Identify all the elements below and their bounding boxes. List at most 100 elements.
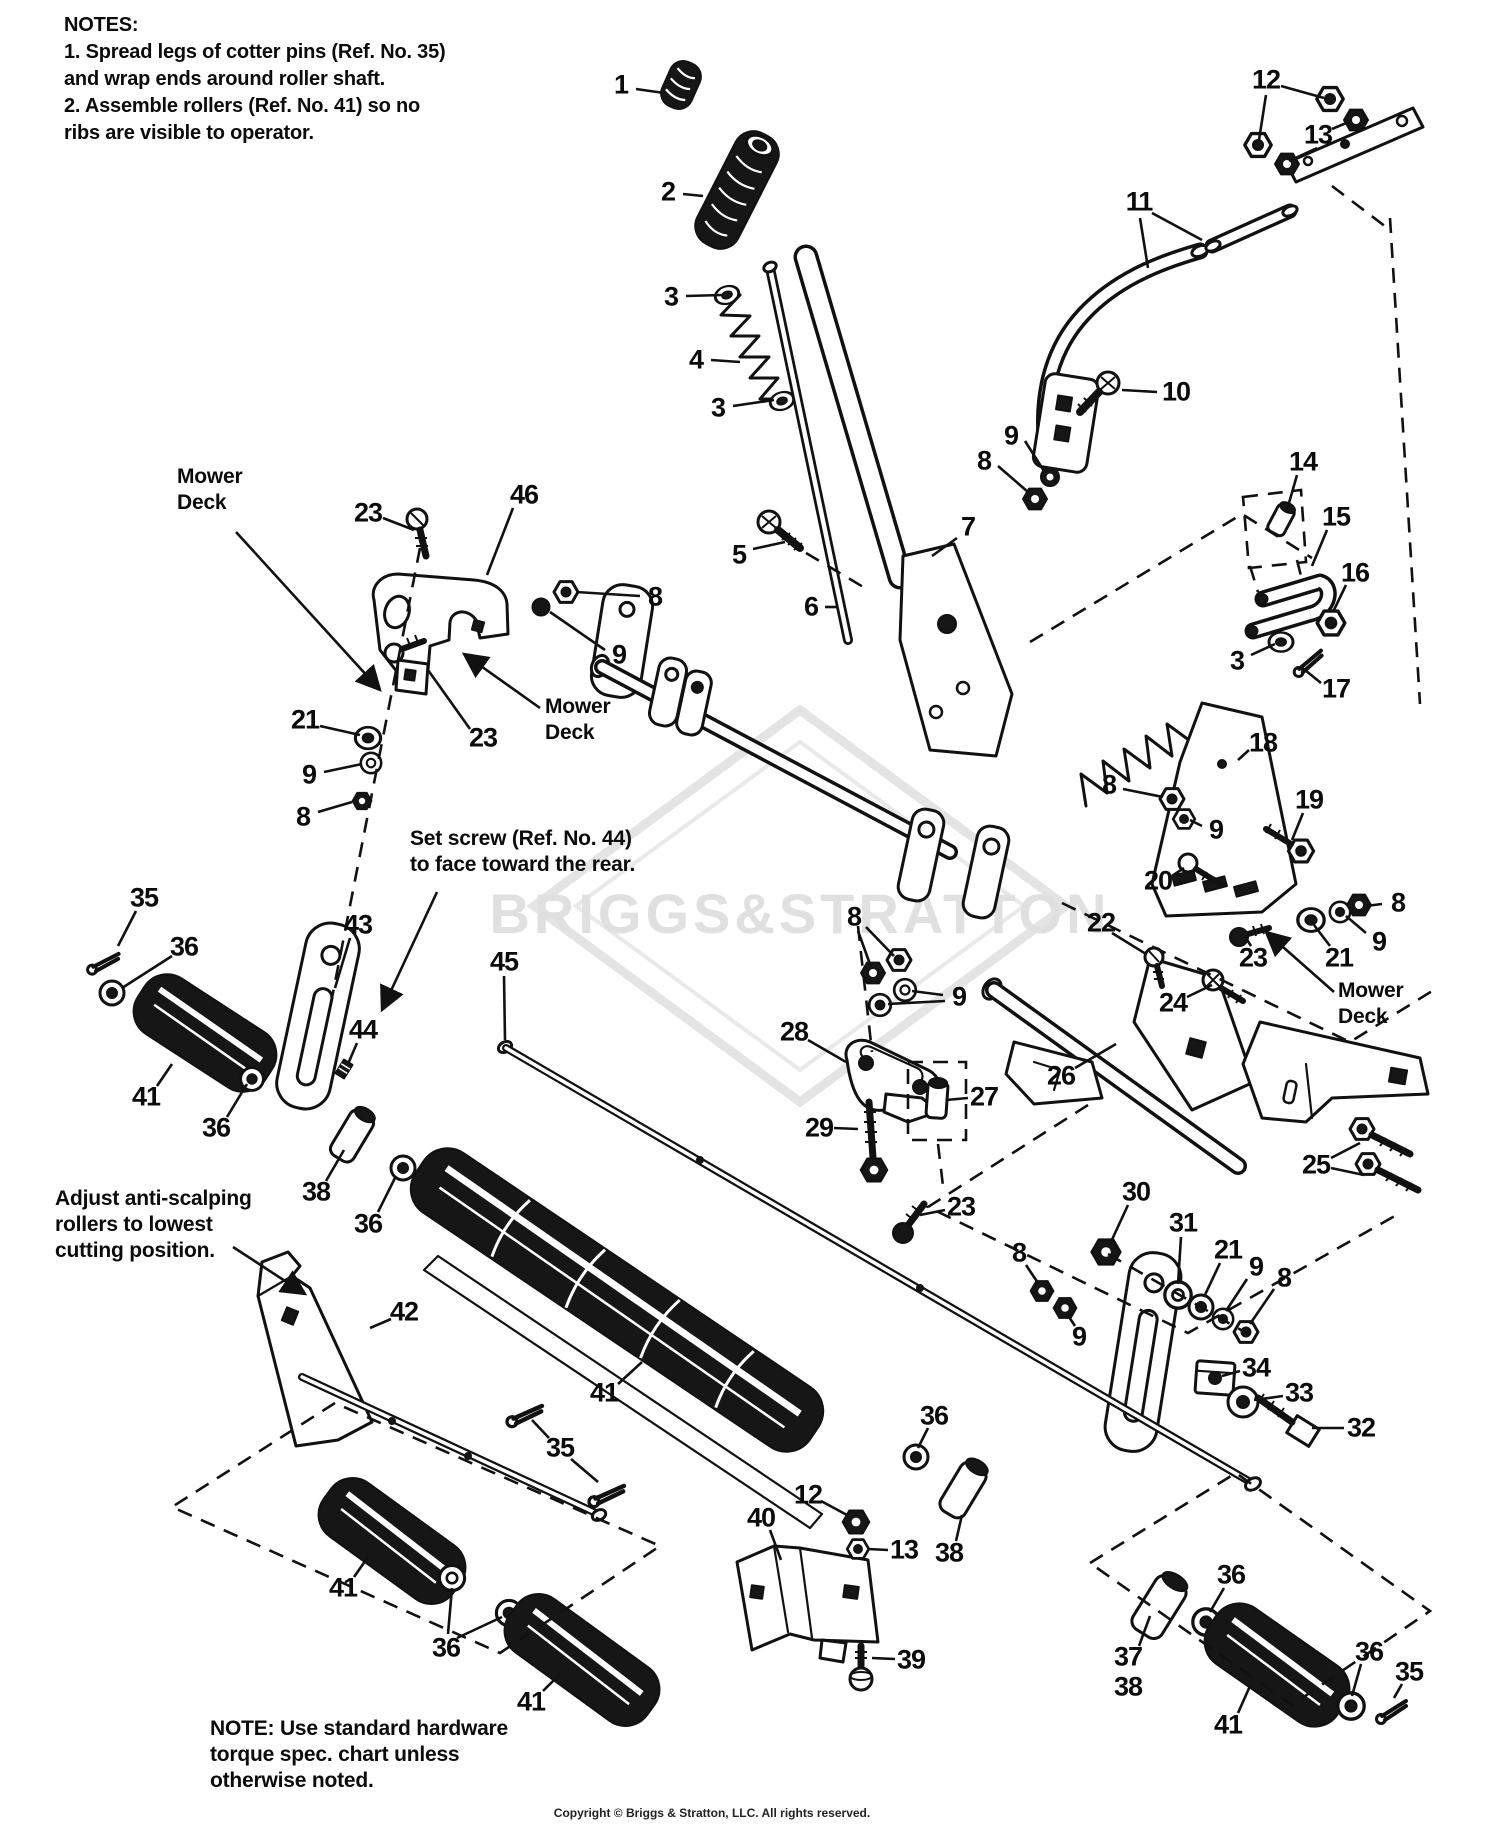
- roller-41-long: [409, 1147, 825, 1453]
- callout-9: 9: [1071, 1321, 1087, 1352]
- callout-41: 41: [131, 1081, 161, 1112]
- callout-36: 36: [431, 1632, 461, 1663]
- watermark-text: BRIGGS&STRATTON: [489, 882, 1110, 945]
- callout-8: 8: [1011, 1237, 1027, 1268]
- grip-1: [660, 60, 702, 110]
- callout-3: 3: [663, 281, 679, 312]
- grip-2: [694, 130, 780, 250]
- callout-26: 26: [1046, 1060, 1076, 1091]
- nut-34: [1193, 1359, 1237, 1397]
- callout-23: 23: [468, 722, 498, 753]
- callout-30: 30: [1121, 1176, 1151, 1207]
- adjust-rollers-note: Adjust anti-scalping rollers to lowest c…: [55, 1187, 252, 1262]
- callout-37: 37: [1113, 1641, 1143, 1672]
- callout-9: 9: [301, 759, 317, 790]
- bolt-23-right: [1229, 923, 1272, 947]
- callout-2: 2: [660, 176, 676, 207]
- callout-14: 14: [1288, 446, 1318, 477]
- callout-19: 19: [1294, 784, 1324, 815]
- roller-41-a: [132, 973, 278, 1093]
- washer-9-near-46: [531, 597, 551, 617]
- bolt-5: [756, 509, 804, 552]
- set-screw-note: Set screw (Ref. No. 44) to face toward t…: [410, 827, 636, 876]
- spring-4: [719, 293, 790, 401]
- callout-39: 39: [896, 1644, 926, 1675]
- bolt-19: [1263, 823, 1316, 864]
- callout-38: 38: [301, 1176, 331, 1207]
- bracket-40: [735, 1544, 880, 1664]
- callout-12: 12: [1251, 64, 1281, 95]
- bolts-25: [1348, 1117, 1422, 1194]
- mower-deck-label-2: Mower Deck: [545, 695, 611, 744]
- callout-21: 21: [1213, 1234, 1243, 1265]
- roller-41-e: [503, 1593, 661, 1727]
- lift-lever-7: [793, 244, 1014, 758]
- callout-41: 41: [1213, 1709, 1243, 1740]
- callout-17: 17: [1321, 673, 1351, 704]
- bolt-10: [1076, 370, 1121, 416]
- callout-41: 41: [516, 1686, 546, 1717]
- callout-24: 24: [1158, 987, 1188, 1018]
- lift-strap-right: [1103, 1251, 1183, 1453]
- callout-23: 23: [1238, 942, 1268, 973]
- callout-31: 31: [1168, 1207, 1198, 1238]
- roller-shaft-left: [298, 1373, 608, 1522]
- callout-8: 8: [1390, 887, 1406, 918]
- callout-36: 36: [169, 931, 199, 962]
- latch-28: [844, 1038, 941, 1124]
- lift-rod-6: [762, 260, 853, 645]
- mower-deck-label-3: Mower Deck: [1338, 979, 1404, 1028]
- mower-deck-label-1: Mower Deck: [177, 465, 243, 514]
- callout-8: 8: [976, 445, 992, 476]
- bolt-39: [848, 1642, 874, 1692]
- callout-10: 10: [1161, 376, 1191, 407]
- callout-16: 16: [1340, 557, 1370, 588]
- notes-line: ribs are visible to operator.: [64, 122, 314, 144]
- callout-38: 38: [934, 1537, 964, 1568]
- callout-11: 11: [1125, 186, 1154, 217]
- callout-6: 6: [803, 591, 819, 622]
- notes-line: 1. Spread legs of cotter pins (Ref. No. …: [64, 41, 446, 63]
- callout-42: 42: [389, 1296, 419, 1327]
- callout-13: 13: [1303, 119, 1333, 150]
- callout-3: 3: [1229, 645, 1245, 676]
- bolt-23-lower: [892, 1200, 928, 1244]
- callout-7: 7: [960, 511, 976, 542]
- callout-28: 28: [779, 1016, 809, 1047]
- callout-38: 38: [1113, 1671, 1143, 1702]
- roller-rod-45: [496, 1039, 1262, 1492]
- notes-line: and wrap ends around roller shaft.: [64, 68, 386, 90]
- callout-23: 23: [946, 1191, 976, 1222]
- callout-36: 36: [1354, 1636, 1384, 1667]
- callout-35: 35: [1394, 1656, 1424, 1687]
- spacer-38-a: [328, 1105, 376, 1164]
- copyright-line: Copyright © Briggs & Stratton, LLC. All …: [553, 1806, 871, 1820]
- callout-12: 12: [793, 1479, 823, 1510]
- callout-41: 41: [328, 1572, 358, 1603]
- dashed-guides: [169, 184, 1438, 1707]
- callout-15: 15: [1321, 501, 1351, 532]
- bolt-32: [1254, 1393, 1321, 1448]
- callout-13: 13: [889, 1534, 919, 1565]
- callout-40: 40: [746, 1502, 776, 1533]
- callout-8: 8: [846, 901, 862, 932]
- washer-33: [1226, 1385, 1260, 1419]
- callout-9: 9: [1371, 926, 1387, 957]
- handle-mount-plate: [1022, 372, 1101, 511]
- callout-21: 21: [1324, 942, 1354, 973]
- hardware-note: NOTE: Use standard hardware torque spec.…: [210, 1717, 509, 1792]
- callout-3: 3: [710, 392, 726, 423]
- callout-35: 35: [129, 882, 159, 913]
- callout-33: 33: [1284, 1377, 1314, 1408]
- callout-21: 21: [290, 704, 320, 735]
- callout-1: 1: [613, 69, 629, 100]
- notes-line: 2. Assemble rollers (Ref. No. 41) so no: [64, 95, 421, 117]
- callout-29: 29: [804, 1112, 834, 1143]
- callout-45: 45: [489, 946, 519, 977]
- clevis-15: [1244, 573, 1337, 640]
- callout-8: 8: [295, 801, 311, 832]
- callout-20: 20: [1143, 865, 1173, 896]
- callout-44: 44: [348, 1014, 378, 1045]
